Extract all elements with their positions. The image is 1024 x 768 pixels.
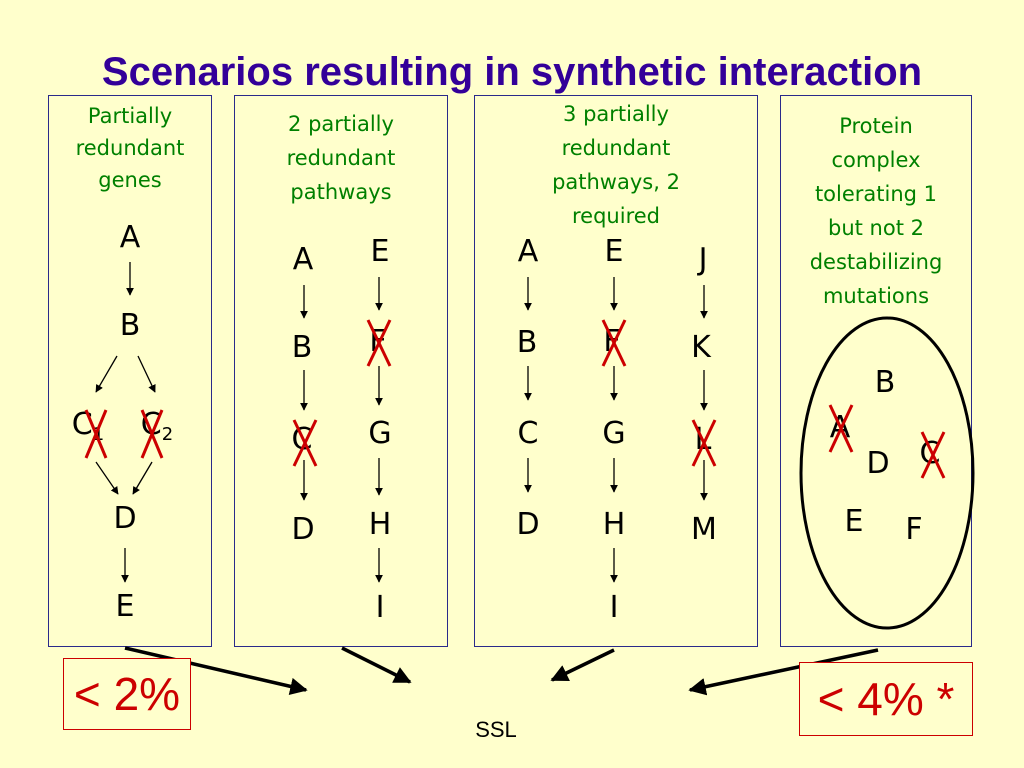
arrow-panel3-to-result: [550, 648, 615, 682]
panel-three-redundant-pathways: 3 partially redundant pathways, 2 requir…: [474, 95, 758, 647]
gene-node-c1: C1: [72, 408, 104, 452]
pathway3-node-k: K: [691, 330, 711, 365]
pathway-node-f: F: [369, 324, 387, 359]
gene-node-e: E: [115, 589, 135, 624]
complex-node-e: E: [844, 504, 864, 539]
pathway-node-c: C: [291, 422, 313, 457]
panel-title-line: required: [572, 204, 660, 228]
result-box-left: < 2%: [63, 658, 191, 730]
complex-node-a: A: [829, 410, 851, 445]
pathway3-node-b: B: [516, 325, 538, 360]
complex-node-d: D: [866, 446, 890, 481]
gene-node-c2-letter: C: [140, 407, 162, 442]
pathway3-node-i: I: [609, 590, 619, 625]
panel-title-line: 3 partially: [563, 102, 669, 126]
pathway-node-e: E: [370, 234, 390, 269]
pathway3-node-a: A: [517, 234, 539, 269]
complex-node-b: B: [874, 365, 896, 400]
complex-node-c: C: [919, 436, 941, 471]
pathway-node-g: G: [368, 416, 392, 451]
pathway3-node-f: F: [603, 324, 621, 359]
pathway3-node-d: D: [516, 507, 540, 542]
panel-two-redundant-pathways: 2 partially redundant pathways: [234, 95, 448, 647]
panel-title-line: pathways: [290, 180, 392, 204]
slide-title: Scenarios resulting in synthetic interac…: [101, 50, 923, 94]
gene-node-b: B: [119, 308, 141, 343]
panel-title-line: redundant: [286, 146, 396, 170]
panel-title-line: destabilizing: [809, 250, 943, 274]
gene-node-d: D: [113, 501, 137, 536]
ssl-label: SSL: [475, 717, 517, 742]
gene-node-a: A: [119, 220, 141, 255]
panel-title-line: redundant: [75, 136, 185, 160]
gene-node-c1-letter: C: [71, 407, 93, 442]
pathway3-node-e: E: [604, 234, 624, 269]
panel-title-line: but not 2: [828, 216, 924, 240]
pathway-node-h: H: [368, 507, 392, 542]
panel-title-line: Partially: [87, 104, 173, 128]
result-box-right: < 4% *: [799, 662, 973, 736]
gene-node-c2-subscript: 2: [161, 424, 174, 445]
pathway-node-b: B: [291, 330, 313, 365]
panel-partially-redundant-genes: Partially redundant genes: [48, 95, 212, 647]
complex-node-f: F: [905, 512, 923, 547]
panel-title-line: Protein: [839, 114, 913, 138]
panel-title-line: redundant: [561, 136, 671, 160]
pathway3-node-h: H: [602, 507, 626, 542]
pathway3-node-g: G: [602, 416, 626, 451]
panel-title-line: pathways, 2: [552, 170, 680, 194]
panel-title-line: complex: [831, 148, 921, 172]
panel-title-line: mutations: [822, 284, 930, 308]
panel-title-line: genes: [98, 168, 162, 192]
panel-title-line: tolerating 1: [814, 182, 938, 206]
panel-title-line: 2 partially: [288, 112, 394, 136]
pathway3-node-j: J: [698, 242, 708, 277]
pathway-node-d: D: [291, 512, 315, 547]
gene-node-c1-subscript: 1: [92, 424, 105, 445]
pathway3-node-m: M: [691, 512, 717, 547]
arrow-panel2-to-result: [341, 646, 412, 684]
pathway-node-a: A: [292, 242, 314, 277]
gene-node-c2: C2: [141, 408, 173, 452]
pathway3-node-c: C: [517, 416, 539, 451]
pathway3-node-l: L: [694, 422, 712, 457]
pathway-node-i: I: [375, 590, 385, 625]
